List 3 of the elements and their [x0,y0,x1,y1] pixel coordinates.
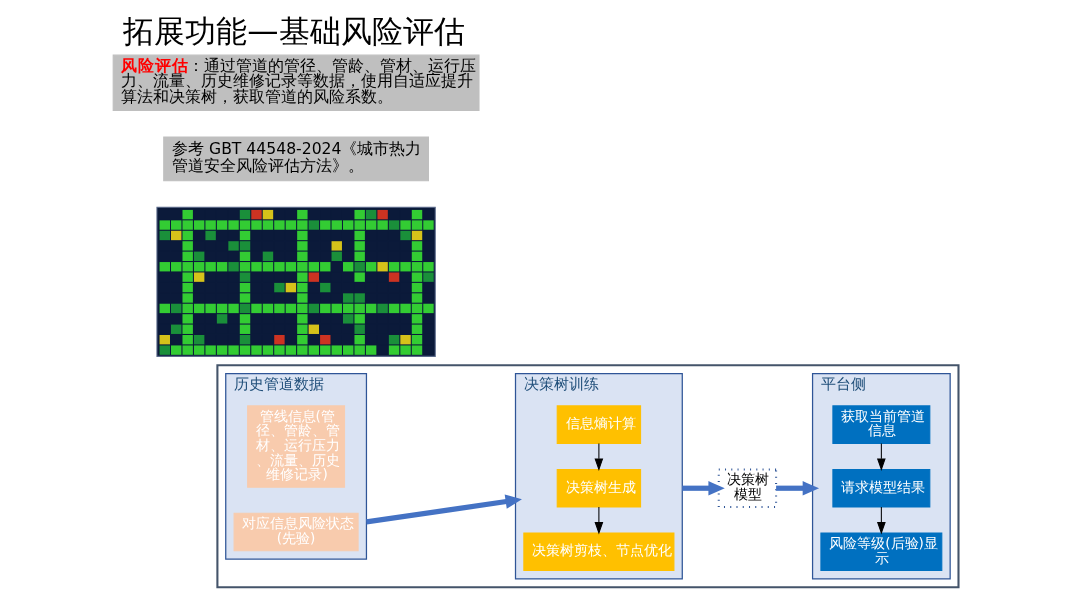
label: 参考 GBT 44548-2024《城市热力管道安全风险评估方法》。 [172,138,422,176]
label: 风险评估：通过管道的管径、管龄、管材、运行压力、流量、历史维修记录等数据，使用自适应提升算法和决策树，获取管道的风险系数。 [121,55,477,107]
diagram-title: 拓展功能—基础风险评估 [123,12,465,49]
